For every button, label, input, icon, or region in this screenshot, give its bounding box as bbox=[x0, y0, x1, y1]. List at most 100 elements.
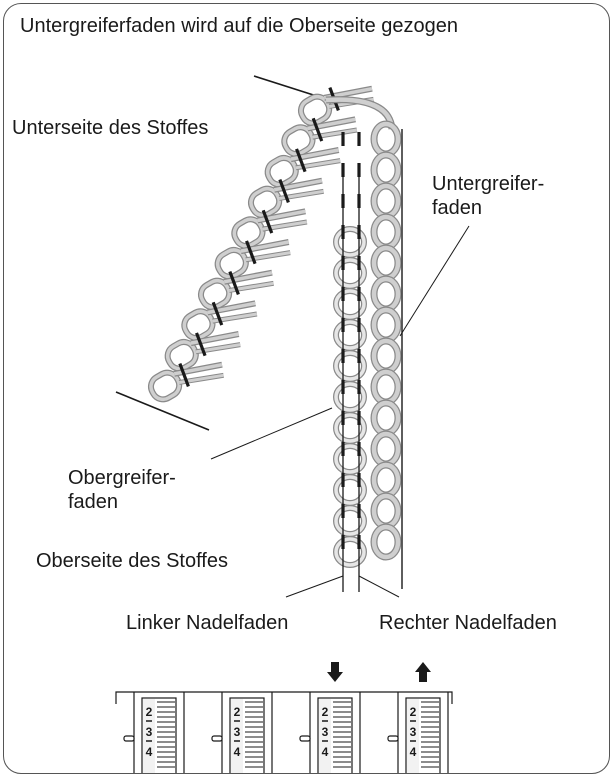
tension-dial: 2 3 4 bbox=[299, 662, 361, 773]
dial-number: 3 bbox=[234, 725, 241, 739]
arrow-down-icon bbox=[327, 662, 343, 682]
lower-looper-loop-fill bbox=[371, 245, 401, 281]
underside-stitch bbox=[164, 331, 241, 372]
upper-side-stitch-chain bbox=[333, 120, 402, 568]
underside-loop-fill bbox=[199, 278, 231, 310]
dial-number: 2 bbox=[410, 705, 417, 719]
underside-loop-fill bbox=[265, 156, 298, 187]
underside-needle-stitch bbox=[178, 363, 190, 387]
upper-looper-loop-fill bbox=[334, 258, 366, 288]
tension-dial: 2 3 4 bbox=[211, 692, 273, 773]
underside-stitch bbox=[247, 177, 324, 219]
dial-number-strip bbox=[143, 699, 155, 773]
upper-looper-loop-fill bbox=[334, 444, 366, 474]
label-right-needle-thread: Rechter Nadelfaden bbox=[379, 612, 557, 634]
dial-panel-outline bbox=[115, 691, 453, 704]
upper-looper-loop-fill bbox=[334, 537, 366, 567]
upper-looper-loop-fill bbox=[334, 382, 366, 412]
upper-looper-loop-fill bbox=[334, 506, 366, 536]
tension-dial: 2 3 4 bbox=[123, 692, 185, 773]
underside-needle-stitch bbox=[261, 209, 274, 234]
underside-stitch bbox=[281, 116, 358, 158]
arrow-up-icon bbox=[415, 662, 431, 682]
dial-number: 4 bbox=[410, 745, 417, 759]
lower-looper-loop-fill bbox=[371, 524, 401, 560]
label-left-needle-thread: Linker Nadelfaden bbox=[126, 612, 289, 634]
underside-loop-fill bbox=[149, 370, 181, 402]
lower-looper-loop-fill bbox=[371, 369, 401, 405]
underside-needle-stitch bbox=[311, 117, 324, 142]
label-upper-looper-line1: Obergreifer- bbox=[68, 467, 176, 489]
diagram-frame: 2 3 4 2 3 4 2 3 4 2 3 4 Untergreiferfaden wird auf … bbox=[3, 3, 610, 774]
underside-loop-fill bbox=[249, 186, 281, 218]
dial-indicator-mark bbox=[123, 735, 135, 742]
fabric-edge-left bbox=[115, 391, 210, 431]
lower-looper-loop-fill bbox=[371, 431, 401, 467]
dial-number: 3 bbox=[322, 725, 329, 739]
underside-loop-fill bbox=[182, 309, 215, 340]
upper-looper-loop-fill bbox=[334, 320, 366, 350]
dial-indicator-mark bbox=[387, 735, 399, 742]
leader-untergreifer bbox=[399, 225, 470, 337]
label-lower-looper-line1: Untergreifer- bbox=[432, 173, 545, 195]
dial-number: 4 bbox=[234, 745, 241, 759]
underside-needle-stitch bbox=[245, 240, 257, 265]
lower-looper-loop-fill bbox=[371, 121, 401, 157]
underside-needle-stitch bbox=[211, 301, 224, 326]
lower-looper-loop-fill bbox=[371, 183, 401, 219]
lower-looper-loop-fill bbox=[371, 462, 401, 498]
dial-number: 2 bbox=[234, 705, 241, 719]
diagram-title: Untergreiferfaden wird auf die Oberseite… bbox=[20, 15, 459, 37]
upper-looper-loop-fill bbox=[334, 227, 366, 257]
upper-looper-loop-fill bbox=[334, 413, 366, 443]
dial-number: 4 bbox=[146, 745, 153, 759]
label-upper-looper-line2: faden bbox=[68, 491, 119, 513]
dial-number: 4 bbox=[322, 745, 329, 759]
lower-looper-loop-fill bbox=[371, 214, 401, 250]
tension-dial-row: 2 3 4 2 3 4 2 3 4 2 3 4 bbox=[115, 662, 453, 773]
dial-number-strip bbox=[231, 699, 243, 773]
label-fabric-underside: Unterseite des Stoffes bbox=[12, 117, 209, 139]
leader-obergreifer bbox=[210, 407, 333, 460]
dial-indicator-mark bbox=[299, 735, 311, 742]
upper-looper-loop-fill bbox=[334, 475, 366, 505]
underside-loop-fill bbox=[215, 248, 248, 279]
underside-loop-fill bbox=[282, 125, 315, 156]
underside-stitch bbox=[181, 300, 258, 342]
dial-number: 3 bbox=[146, 725, 153, 739]
dial-number-strip bbox=[407, 699, 419, 773]
upper-looper-loop-fill bbox=[334, 289, 366, 319]
dial-number-strip bbox=[319, 699, 331, 773]
lower-looper-loop-fill bbox=[371, 400, 401, 436]
leader-linker bbox=[285, 575, 344, 598]
dial-number: 3 bbox=[410, 725, 417, 739]
lower-looper-loop-fill bbox=[371, 152, 401, 188]
dial-indicator-mark bbox=[211, 735, 223, 742]
lower-looper-loop-fill bbox=[371, 307, 401, 343]
underside-loop-fill bbox=[165, 340, 198, 371]
stitch-illustration: 2 3 4 2 3 4 2 3 4 2 3 4 bbox=[115, 75, 470, 773]
label-lower-looper-line2: faden bbox=[432, 197, 483, 219]
underside-needle-stitch bbox=[228, 271, 240, 295]
lower-side-stitch-chain bbox=[147, 85, 396, 403]
lower-looper-loop-fill bbox=[371, 276, 401, 312]
underside-needle-stitch bbox=[295, 148, 307, 173]
tension-dial: 2 3 4 bbox=[387, 662, 449, 773]
leader-rechter bbox=[358, 575, 400, 598]
label-fabric-topside: Oberseite des Stoffes bbox=[36, 550, 228, 572]
underside-stitch bbox=[231, 208, 308, 250]
upper-looper-loop-fill bbox=[334, 351, 366, 381]
dial-number: 2 bbox=[146, 705, 153, 719]
label-upper-looper-thread: Obergreifer- faden bbox=[68, 466, 176, 514]
lower-looper-loop-fill bbox=[371, 338, 401, 374]
underside-stitch bbox=[147, 361, 224, 403]
underside-needle-stitch bbox=[278, 179, 290, 203]
underside-stitch bbox=[214, 239, 291, 280]
dial-number: 2 bbox=[322, 705, 329, 719]
underside-loop-fill bbox=[232, 217, 265, 248]
lower-looper-loop-fill bbox=[371, 493, 401, 529]
underside-stitch bbox=[197, 269, 274, 311]
underside-stitch bbox=[264, 147, 341, 188]
label-lower-looper-thread: Untergreifer- faden bbox=[432, 172, 544, 220]
underside-needle-stitch bbox=[195, 332, 207, 357]
